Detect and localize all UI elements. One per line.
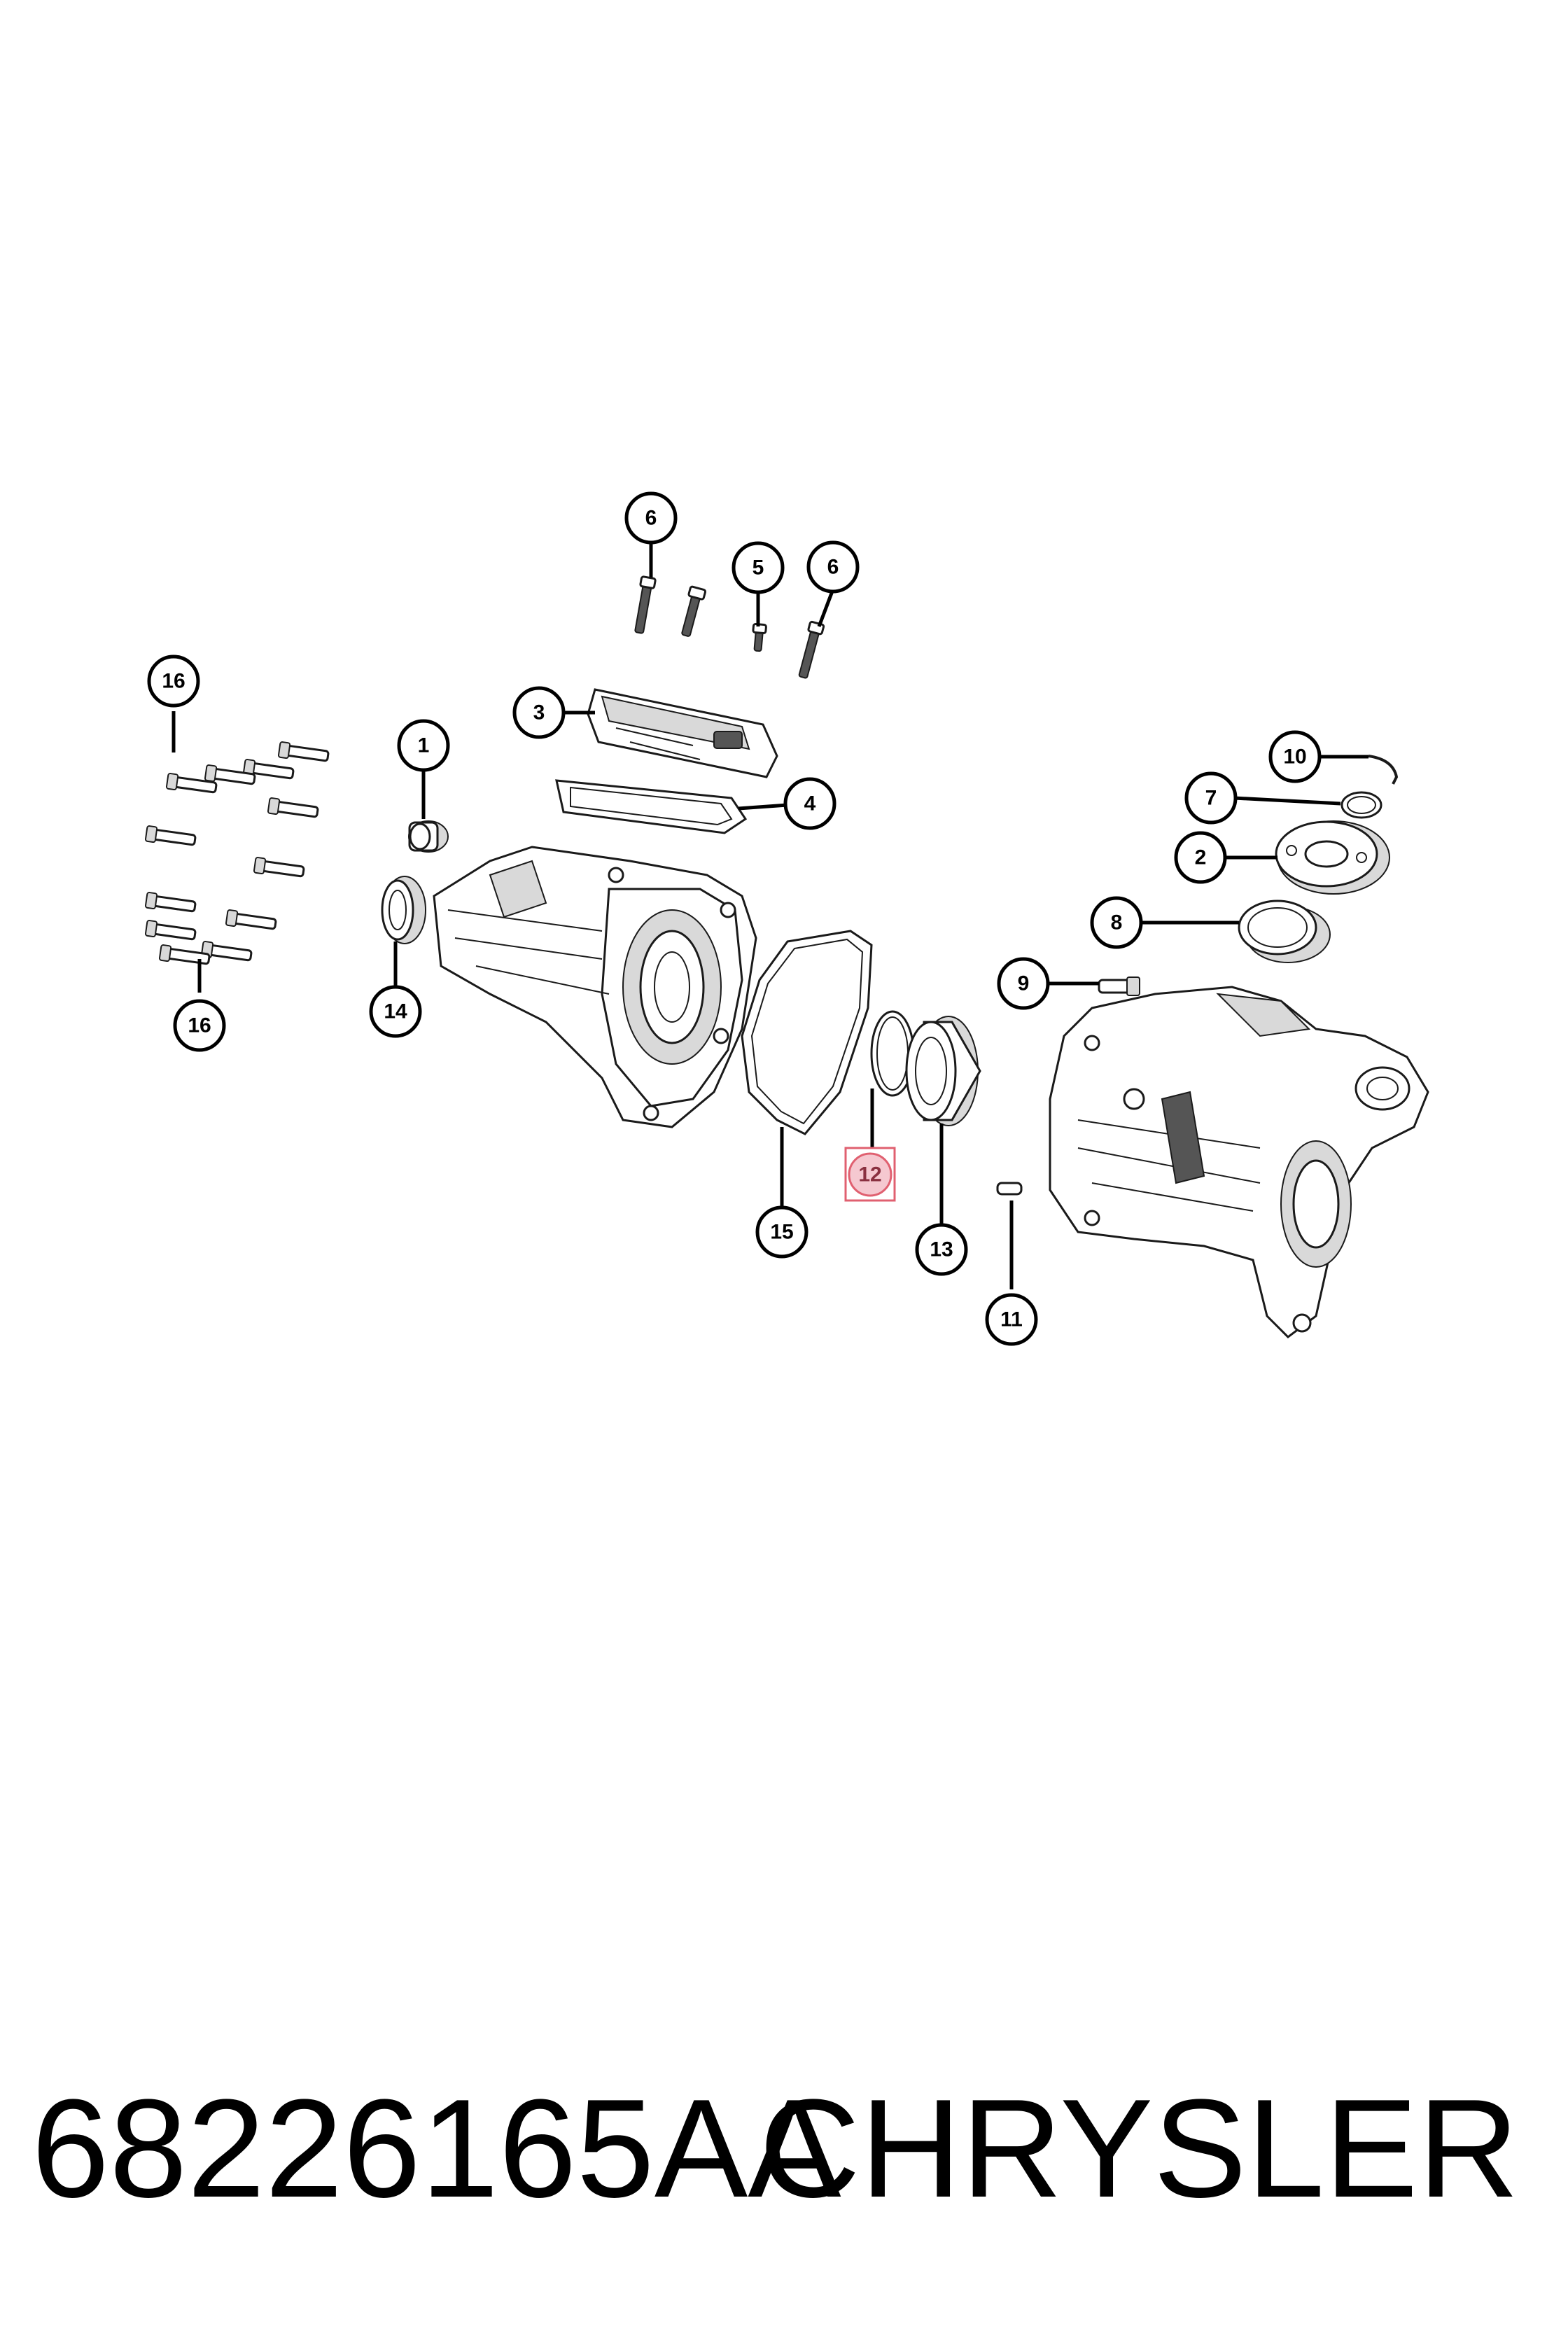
- brand-name: CHRYSLER: [759, 2071, 1519, 2227]
- screw-5: [752, 622, 767, 652]
- callout-14[interactable]: 14: [369, 985, 422, 1038]
- seal-14: [381, 876, 426, 944]
- callout-4[interactable]: 4: [783, 777, 836, 830]
- transfer-case-rear-housing: [1049, 986, 1429, 1338]
- callout-9[interactable]: 9: [997, 957, 1050, 1010]
- o-ring-7: [1340, 791, 1382, 819]
- companion-flange-2: [1275, 820, 1390, 895]
- callout-16-top-label: 16: [162, 670, 185, 693]
- output-seal-8: [1238, 899, 1331, 963]
- callout-4-label: 4: [804, 792, 816, 816]
- callout-5[interactable]: 5: [732, 541, 785, 594]
- gasket-4: [555, 779, 748, 834]
- callout-9-label: 9: [1018, 972, 1030, 995]
- callout-16-bottom-label: 16: [188, 1014, 211, 1037]
- part-number: 68226165AA: [31, 2071, 841, 2227]
- bearing-13: [905, 1016, 981, 1126]
- callout-15[interactable]: 15: [755, 1205, 808, 1259]
- callout-15-label: 15: [770, 1221, 793, 1244]
- callout-13[interactable]: 13: [915, 1223, 968, 1276]
- retainer-clip-10: [1368, 755, 1399, 785]
- callout-6-top-label: 6: [645, 507, 657, 530]
- callout-2[interactable]: 2: [1174, 831, 1227, 884]
- callout-8-label: 8: [1111, 911, 1123, 934]
- dowel-pin-11: [996, 1182, 1023, 1196]
- callout-1[interactable]: 1: [397, 719, 450, 772]
- callout-2-label: 2: [1195, 846, 1207, 869]
- callout-13-label: 13: [930, 1238, 953, 1261]
- callout-6-right-label: 6: [827, 556, 839, 579]
- footer: 68226165AA CHRYSLER: [0, 2058, 1568, 2240]
- transfer-case-front-housing: [433, 846, 757, 1128]
- callout-7[interactable]: 7: [1184, 771, 1238, 825]
- leader-lines: [172, 540, 1368, 1289]
- callout-14-label: 14: [384, 1000, 407, 1023]
- callout-12-label: 12: [858, 1163, 881, 1186]
- callout-3-label: 3: [533, 701, 545, 724]
- callout-16-top[interactable]: 16: [147, 654, 200, 708]
- callout-10[interactable]: 10: [1268, 730, 1322, 783]
- callout-7-label: 7: [1205, 787, 1217, 810]
- callout-11-label: 11: [1000, 1308, 1023, 1331]
- actuator-motor-3: [587, 688, 778, 778]
- callout-16-bottom[interactable]: 16: [173, 999, 226, 1052]
- screw-middle: [681, 585, 707, 637]
- bolt-set-16: [144, 741, 330, 965]
- housing-gasket-15: [741, 930, 873, 1135]
- callout-5-label: 5: [752, 556, 764, 580]
- callout-6-right[interactable]: 6: [806, 540, 860, 594]
- callout-12-highlighted[interactable]: 12: [844, 1147, 896, 1202]
- callout-3[interactable]: 3: [512, 686, 566, 739]
- callout-1-label: 1: [418, 734, 430, 757]
- callout-10-label: 10: [1283, 746, 1306, 769]
- screw-6-right: [798, 620, 825, 679]
- vent-fitting-9: [1098, 976, 1140, 996]
- callout-11[interactable]: 11: [985, 1293, 1038, 1346]
- sleeve-1: [408, 820, 449, 853]
- callout-6-top[interactable]: 6: [624, 491, 678, 545]
- callout-8[interactable]: 8: [1090, 896, 1143, 949]
- screw-6-left: [634, 575, 657, 634]
